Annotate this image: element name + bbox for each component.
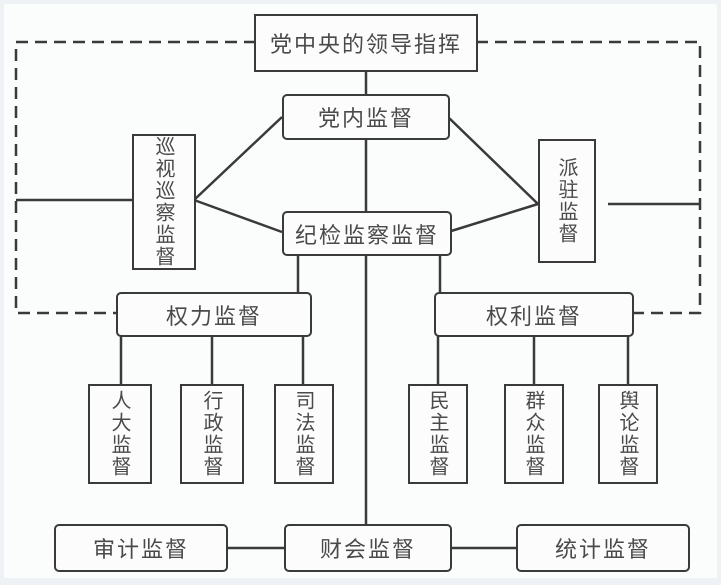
node-power-supervision: 权力监督	[116, 292, 312, 337]
edge-intraparty-stationed	[447, 116, 539, 205]
node-discipline-inspection: 纪检监察监督	[282, 211, 452, 256]
diagram-canvas: 党中央的领导指挥 党内监督 纪检监察监督 巡视巡察监督 派驻监督 权力监督 权利…	[4, 4, 717, 578]
dashed-frame-left	[14, 40, 256, 315]
node-public-opinion: 舆论监督	[598, 384, 658, 484]
edge-intraparty-patrol	[193, 116, 283, 201]
node-judicial: 司法监督	[274, 384, 334, 484]
edge-discipline-patrol	[193, 198, 283, 234]
connector-lines	[14, 40, 702, 550]
node-stationed: 派驻监督	[538, 139, 596, 263]
node-administrative: 行政监督	[180, 384, 244, 484]
node-central-leadership: 党中央的领导指挥	[254, 14, 478, 72]
node-audit: 审计监督	[54, 524, 228, 572]
node-statistics: 统计监督	[516, 524, 690, 572]
node-mass: 群众监督	[504, 384, 564, 484]
node-intra-party: 党内监督	[282, 94, 450, 140]
node-npc: 人大监督	[88, 384, 152, 484]
node-patrol-inspection: 巡视巡察监督	[132, 134, 196, 270]
edge-discipline-stationed	[447, 202, 539, 234]
node-finance-accounting: 财会监督	[284, 524, 452, 572]
node-democratic: 民主监督	[408, 384, 468, 484]
node-rights-supervision: 权利监督	[434, 292, 634, 337]
